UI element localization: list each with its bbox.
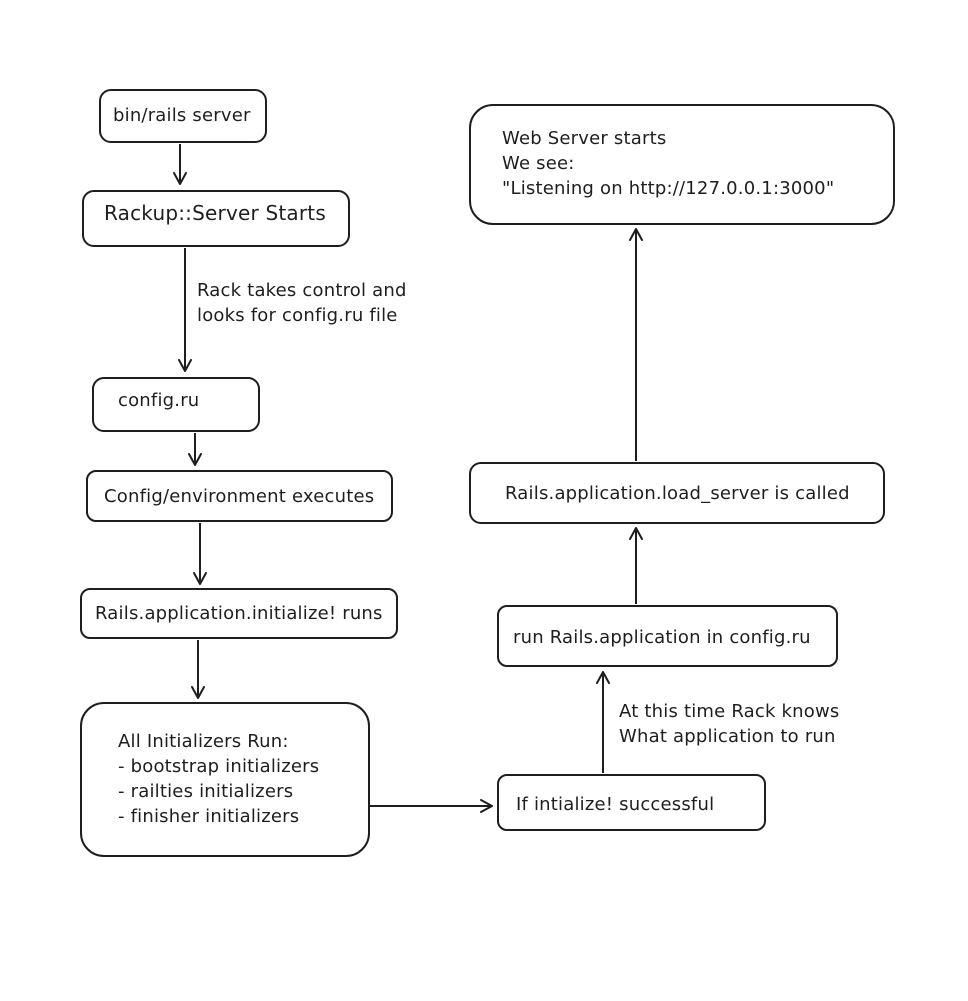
edge-label-text: At this time Rack knows [619, 701, 840, 722]
node-load-server-called: Rails.application.load_server is called [469, 462, 885, 524]
node-text: Rackup::Server Starts [104, 201, 326, 225]
node-text: Rails.application.initialize! runs [95, 603, 383, 624]
node-config-ru: config.ru [92, 377, 260, 432]
node-run-rails-application: run Rails.application in config.ru [497, 605, 838, 667]
edge-label-text: Rack takes control and [197, 280, 407, 301]
node-text: "Listening on http://127.0.0.1:3000" [502, 178, 835, 199]
node-text: Config/environment executes [104, 486, 375, 507]
node-initialize-runs: Rails.application.initialize! runs [80, 588, 398, 639]
node-rackup-server-starts: Rackup::Server Starts [82, 190, 350, 247]
node-bin-rails-server: bin/rails server [99, 89, 267, 143]
node-text: All Initializers Run: [118, 731, 289, 752]
node-text: config.ru [118, 390, 200, 411]
node-text: - finisher initializers [118, 806, 300, 827]
node-text: If intialize! successful [516, 794, 715, 815]
node-text: - railties initializers [118, 781, 294, 802]
node-text: Web Server starts [502, 128, 667, 149]
node-text: bin/rails server [113, 105, 251, 126]
node-text: - bootstrap initializers [118, 756, 320, 777]
edge-label-rack-takes-control: Rack takes control and looks for config.… [197, 278, 497, 328]
node-web-server-starts: Web Server starts We see: "Listening on … [469, 104, 895, 225]
node-all-initializers: All Initializers Run: - bootstrap initia… [80, 702, 370, 857]
node-text: run Rails.application in config.ru [513, 627, 811, 648]
node-text: Rails.application.load_server is called [505, 483, 850, 504]
node-config-environment: Config/environment executes [86, 470, 393, 522]
edge-label-rack-knows: At this time Rack knows What application… [619, 699, 919, 749]
node-if-initialize-successful: If intialize! successful [497, 774, 766, 831]
node-text: We see: [502, 153, 575, 174]
edge-label-text: What application to run [619, 726, 836, 747]
edge-label-text: looks for config.ru file [197, 305, 398, 326]
